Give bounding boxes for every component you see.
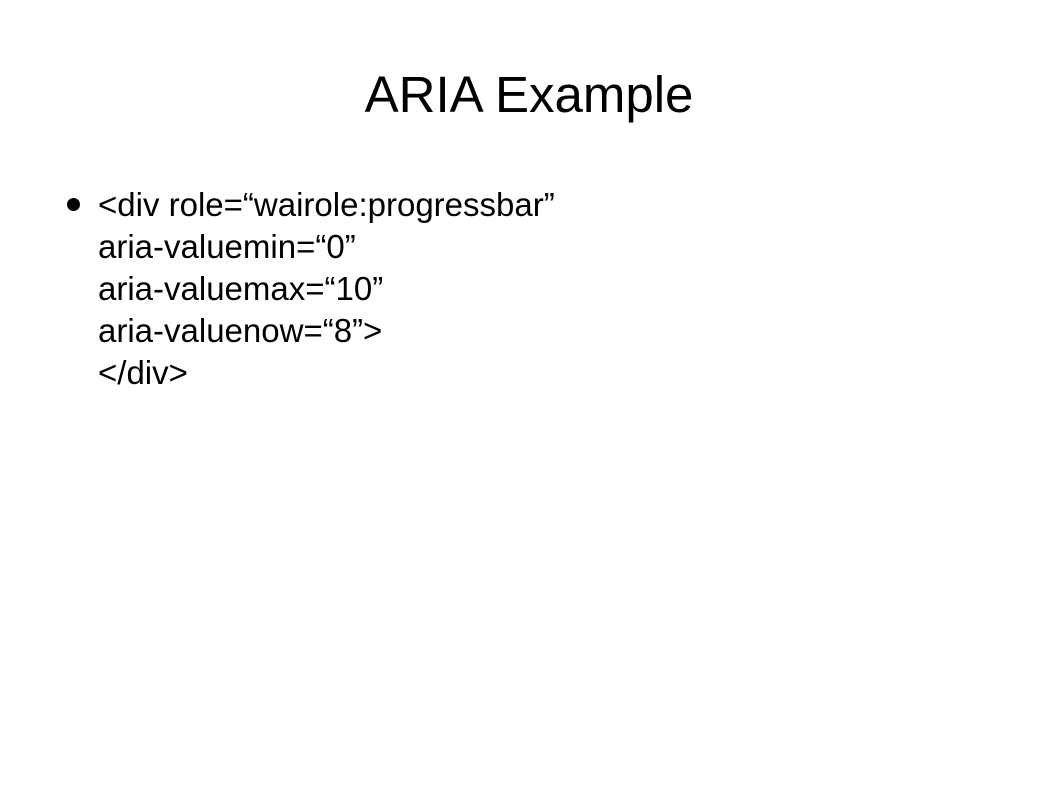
bullet-list: <div role=“wairole:progressbar” aria-val… <box>64 184 1024 394</box>
slide-title: ARIA Example <box>364 66 694 123</box>
code-line: </div> <box>98 354 188 391</box>
code-line: aria-valuenow=“8”> <box>98 312 383 349</box>
code-line: aria-valuemin=“0” <box>98 228 356 265</box>
code-line: aria-valuemax=“10” <box>98 270 384 307</box>
bullet-icon <box>67 198 80 211</box>
code-line: <div role=“wairole:progressbar” <box>98 186 555 223</box>
list-item: <div role=“wairole:progressbar” aria-val… <box>64 184 1024 394</box>
